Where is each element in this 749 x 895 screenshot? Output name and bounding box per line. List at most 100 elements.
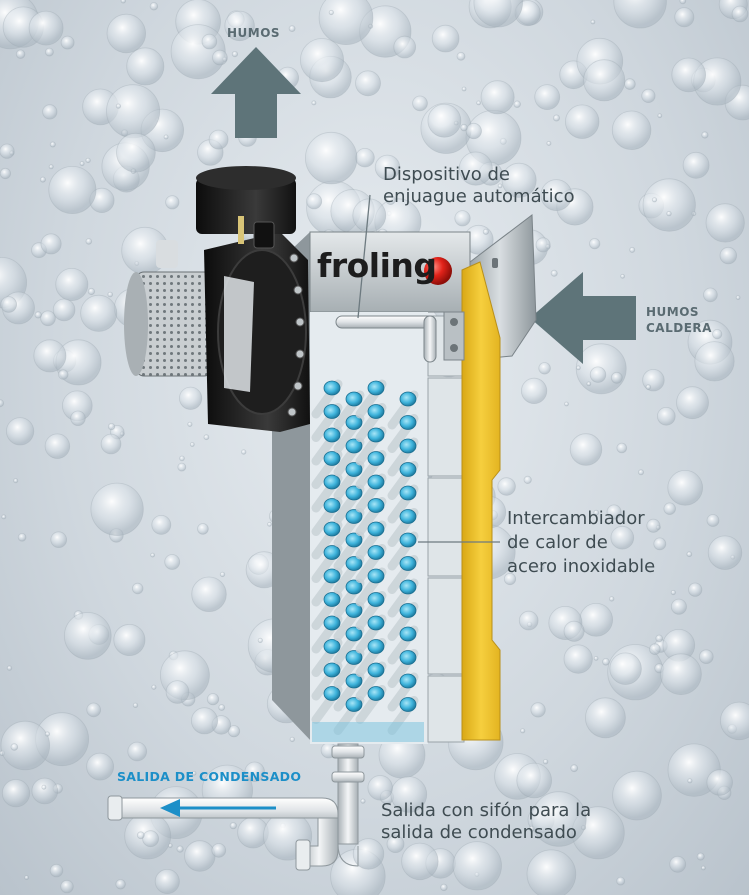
water-bubble: [569, 433, 603, 466]
water-bubble: [663, 502, 676, 515]
water-bubble: [646, 518, 661, 533]
water-bubble: [465, 122, 482, 140]
water-bubble: [563, 644, 593, 674]
water-bubble: [374, 154, 401, 181]
water-bubble: [676, 386, 709, 420]
water-bubble: [6, 417, 35, 446]
tube-end: [367, 427, 385, 443]
water-bubble: [720, 701, 749, 741]
leader-line-flush: [357, 194, 371, 319]
water-bubble: [401, 842, 439, 881]
tube-end: [399, 556, 417, 571]
tube-end: [367, 545, 385, 560]
humos-caldera-label: HUMOS CALDERA: [646, 304, 712, 336]
water-bubble: [705, 203, 745, 243]
water-bubble: [86, 702, 101, 718]
water-bubble: [671, 57, 706, 93]
water-bubble: [393, 35, 417, 59]
water-bubble: [257, 637, 263, 644]
water-bubble: [1, 779, 31, 808]
water-bubble: [390, 776, 428, 813]
water-bubble: [218, 704, 226, 711]
water-bubble: [590, 19, 596, 25]
water-bubble: [651, 197, 658, 203]
water-bubble: [589, 238, 601, 250]
bolt: [293, 285, 303, 295]
siphon-line1: Salida con sifón para la: [381, 800, 592, 821]
water-bubble: [667, 469, 703, 506]
water-bubble: [113, 624, 146, 657]
tube-end: [345, 509, 363, 524]
water-bubble: [164, 554, 181, 570]
tube-end: [399, 391, 417, 407]
water-bubble: [165, 680, 190, 704]
water-bubble: [187, 421, 193, 427]
tube-end: [367, 568, 385, 584]
water-bubble: [179, 455, 185, 462]
tube-end: [345, 485, 363, 501]
water-bubble: [151, 515, 172, 535]
water-bubble: [28, 10, 64, 46]
water-bubble: [458, 151, 493, 186]
water-bubble: [142, 830, 160, 848]
water-bubble: [203, 434, 210, 441]
tube-end: [399, 650, 417, 665]
water-bubble: [609, 596, 615, 602]
water-bubble: [116, 132, 156, 173]
water-bubble: [49, 141, 56, 148]
water-bubble: [311, 100, 317, 106]
water-bubble: [585, 697, 626, 739]
water-bubble: [33, 339, 67, 373]
water-bubble: [48, 165, 97, 214]
water-bubble: [306, 193, 323, 210]
froling-logo-text: froling: [317, 246, 437, 285]
water-bubble: [299, 38, 344, 83]
bolt: [289, 253, 299, 263]
water-bubble: [212, 49, 228, 66]
tube-end: [399, 603, 417, 618]
water-bubble: [190, 707, 218, 735]
water-bubble: [115, 879, 126, 890]
water-bubble: [606, 504, 622, 520]
tube-end: [345, 673, 363, 689]
tube-end: [323, 545, 341, 560]
water-bubble: [70, 410, 86, 427]
water-bubble: [629, 246, 636, 253]
water-bubble: [136, 831, 145, 840]
water-bubble: [520, 377, 548, 404]
water-bubble: [165, 195, 180, 210]
water-bubble: [60, 879, 74, 894]
water-bubble: [352, 838, 385, 870]
tube-end: [323, 451, 341, 466]
heat-exchanger-caption: Intercambiador de calor de acero inoxida…: [507, 507, 655, 579]
tube-end: [367, 592, 385, 607]
tube-end: [323, 498, 341, 513]
housing-top-plate: [309, 231, 471, 313]
water-bubble: [696, 852, 705, 861]
water-bubble: [460, 123, 468, 132]
water-bubble: [576, 365, 581, 371]
water-bubble: [611, 110, 652, 150]
water-bubble: [610, 371, 623, 384]
condensate-flow-arrow: [160, 799, 276, 817]
tube-end: [399, 415, 417, 430]
water-bubble: [609, 652, 642, 685]
water-bubble: [586, 381, 592, 387]
water-bubble: [41, 784, 47, 790]
water-bubble: [90, 482, 144, 536]
water-bubble: [656, 406, 676, 426]
tube-end: [345, 626, 363, 642]
water-bubble: [100, 433, 122, 455]
water-bubble: [184, 840, 216, 872]
water-bubble: [24, 875, 30, 880]
water-bubble: [653, 537, 667, 551]
water-bubble: [427, 103, 462, 138]
water-bubble: [0, 296, 17, 313]
tube-end: [367, 498, 385, 513]
tube-end: [345, 391, 363, 407]
tube-end: [367, 662, 385, 678]
water-bubble: [208, 129, 229, 150]
humos-caldera-line1: HUMOS: [646, 305, 700, 319]
water-bubble: [224, 10, 255, 42]
